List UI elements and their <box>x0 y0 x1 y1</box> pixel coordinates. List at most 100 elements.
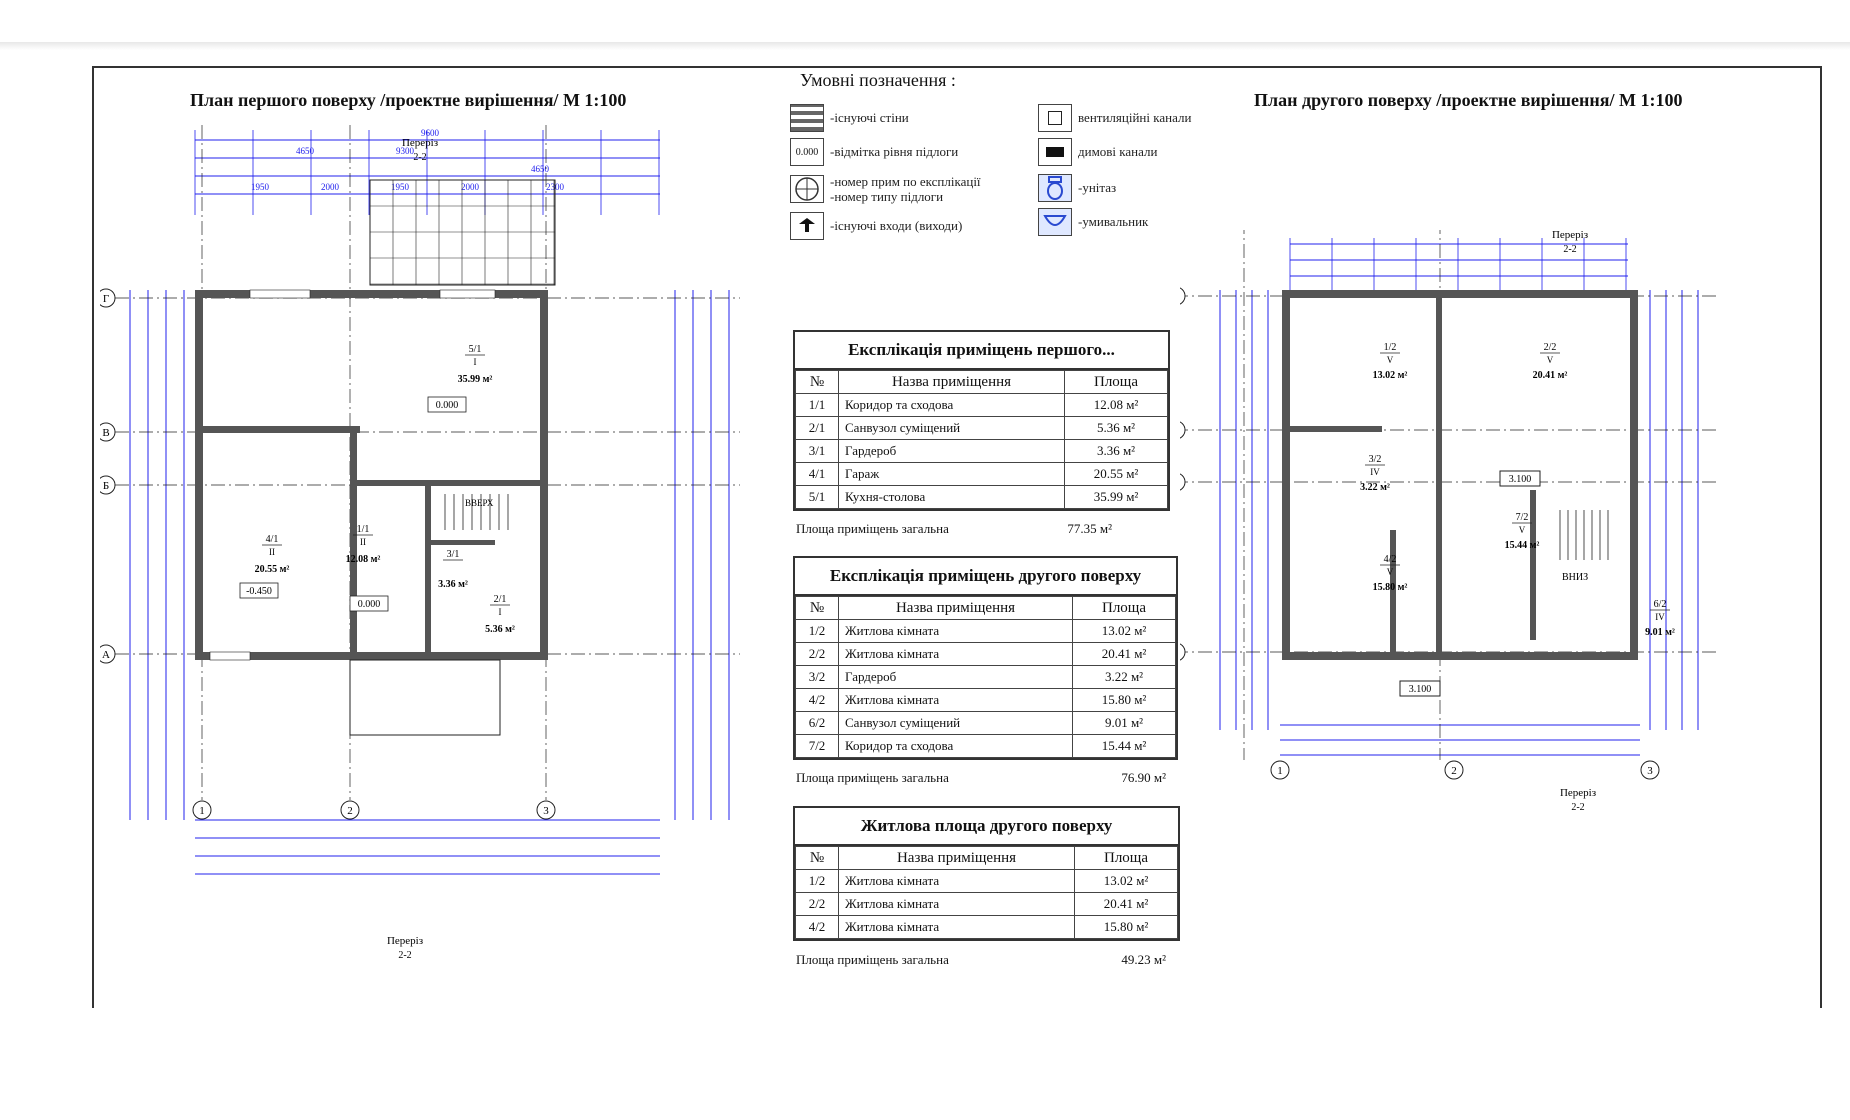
cell-number: 3/1 <box>796 440 839 463</box>
wall <box>1282 426 1382 432</box>
wall <box>350 480 548 486</box>
total-label: Площа приміщень загальна <box>796 521 949 537</box>
cell-name: Житлова кімната <box>839 620 1073 643</box>
wall <box>1436 470 1442 660</box>
cell-number: 2/2 <box>796 893 839 916</box>
axis-label: 2 <box>347 805 353 817</box>
cell-number: 1/2 <box>796 870 839 893</box>
cell-number: 3/2 <box>796 666 839 689</box>
wall <box>1282 290 1638 298</box>
window <box>440 290 495 298</box>
window <box>250 290 310 298</box>
total-value: 76.90 м² <box>1121 770 1166 786</box>
cell-name: Санвузол суміщений <box>839 417 1065 440</box>
ventilation-icon <box>1038 104 1072 132</box>
cell-name: Гардероб <box>839 440 1065 463</box>
room-number: 2/1 <box>494 594 507 605</box>
room-area: 12.08 м² <box>346 554 381 565</box>
axis-label: В <box>102 427 109 439</box>
total-label: Площа приміщень загальна <box>796 770 949 786</box>
cell-name: Кухня-столова <box>839 486 1065 509</box>
table1-title: Експлікація приміщень першого... <box>795 332 1168 370</box>
col-header: № <box>796 597 839 620</box>
cell-area: 5.36 м² <box>1065 417 1168 440</box>
col-header: Площа <box>1073 597 1176 620</box>
smoke-channel-icon <box>1038 138 1072 166</box>
cell-name: Санвузол суміщений <box>839 712 1073 735</box>
room-type: II <box>269 547 275 557</box>
dimension-label: 2000 <box>321 182 340 192</box>
axis-label: 1 <box>1277 765 1283 777</box>
table2-total: Площа приміщень загальна 76.90 м² <box>796 770 1166 786</box>
stair-label: ВВЕРХ <box>465 498 494 508</box>
table3-total: Площа приміщень загальна 49.23 м² <box>796 952 1166 968</box>
legend-item-toilet: -унітаз <box>1038 174 1116 202</box>
dimension-label: 2000 <box>461 182 480 192</box>
table3-header-row: № Назва приміщення Площа <box>796 847 1178 870</box>
legend-item-room-number: -номер прим по експлікації -номер типу п… <box>790 174 981 204</box>
section-id: 2-2 <box>413 152 426 163</box>
cell-area: 20.41 м² <box>1075 893 1178 916</box>
col-header: № <box>796 371 839 394</box>
level-value: 3.100 <box>1509 474 1532 485</box>
room-area: 3.22 м² <box>1360 482 1390 493</box>
cell-name: Житлова кімната <box>839 893 1075 916</box>
terrace <box>370 180 555 285</box>
axis-marker <box>1180 473 1185 491</box>
level-value: -0.450 <box>246 586 272 597</box>
room-area: 5.36 м² <box>485 624 515 635</box>
section-id: 2-2 <box>398 950 411 961</box>
legend-item-wall: -існуючі стіни <box>790 104 909 132</box>
cell-area: 20.55 м² <box>1065 463 1168 486</box>
entrance-icon <box>790 212 824 240</box>
dimension-label: 1950 <box>391 182 410 192</box>
legend-text: -існуючі входи (виходи) <box>830 218 962 234</box>
cell-area: 3.22 м² <box>1073 666 1176 689</box>
plan2-title: План другого поверху /проектне вирішення… <box>1254 90 1682 111</box>
top-margin <box>0 0 1850 42</box>
cell-area: 13.02 м² <box>1075 870 1178 893</box>
table2-header-row: № Назва приміщення Площа <box>796 597 1176 620</box>
legend-item-washbasin: -умивальник <box>1038 208 1148 236</box>
legend-item-entrance: -існуючі входи (виходи) <box>790 212 962 240</box>
room-type: V <box>1547 355 1554 365</box>
table-living-area: Житлова площа другого поверху № Назва пр… <box>793 806 1180 941</box>
section-label: Переріз <box>1552 230 1588 241</box>
axis-label: Г <box>103 293 109 305</box>
section-label: Переріз <box>387 935 423 947</box>
cell-area: 13.02 м² <box>1073 620 1176 643</box>
table1-header-row: № Назва приміщення Площа <box>796 371 1168 394</box>
col-header: Площа <box>1065 371 1168 394</box>
wall <box>350 426 357 652</box>
cell-area: 15.44 м² <box>1073 735 1176 758</box>
page-shadow <box>0 42 1850 50</box>
total-value: 49.23 м² <box>1121 952 1166 968</box>
cell-name: Житлова кімната <box>839 689 1073 712</box>
cell-area: 3.36 м² <box>1065 440 1168 463</box>
room-type: V <box>1519 525 1526 535</box>
room-area: 15.44 м² <box>1505 540 1540 551</box>
axis-label: Б <box>103 480 109 492</box>
legend-text: -номер прим по експлікації <box>830 174 981 189</box>
wall <box>1390 530 1396 660</box>
axis-label: А <box>102 649 110 661</box>
col-header: Назва приміщення <box>839 847 1075 870</box>
table3-title: Житлова площа другого поверху <box>795 808 1178 846</box>
cell-name: Коридор та сходова <box>839 735 1073 758</box>
cell-number: 2/1 <box>796 417 839 440</box>
cell-number: 2/2 <box>796 643 839 666</box>
legend-item-ventilation: вентиляційні канали <box>1038 104 1191 132</box>
wall <box>195 426 360 433</box>
cell-number: 6/2 <box>796 712 839 735</box>
